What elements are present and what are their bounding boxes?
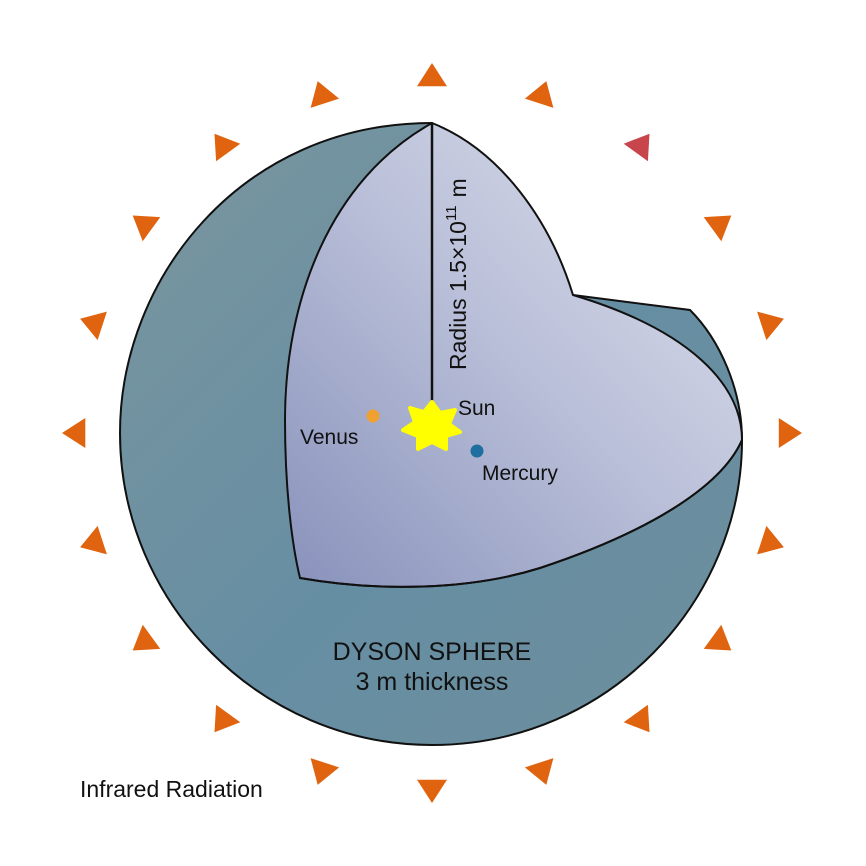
sun-label: Sun	[458, 397, 495, 420]
radius-label: Radius 1.5×1011m	[443, 178, 471, 370]
radiation-arrow-icon	[417, 63, 447, 87]
venus-label: Venus	[300, 426, 358, 449]
radiation-arrow-icon	[310, 758, 340, 785]
radiation-arrow-icon	[524, 758, 554, 785]
radiation-arrow-icon	[757, 311, 784, 341]
radiation-arrow-icon	[132, 215, 161, 242]
venus-icon	[366, 409, 380, 423]
shell-subtitle: 3 m thickness	[356, 668, 509, 696]
radiation-arrow-icon	[623, 133, 650, 162]
infrared-radiation-label: Infrared Radiation	[80, 776, 263, 802]
sun-icon	[401, 400, 462, 451]
radiation-arrow-icon	[524, 81, 554, 108]
mercury-label: Mercury	[482, 462, 558, 485]
radiation-arrow-icon	[80, 525, 107, 555]
shell-title: DYSON SPHERE	[333, 638, 532, 666]
infrared-radiation-arrows	[62, 63, 802, 803]
radiation-arrow-icon	[417, 779, 447, 803]
radiation-arrow-icon	[214, 133, 241, 162]
radiation-arrow-icon	[80, 311, 107, 341]
radiation-arrow-icon	[703, 624, 732, 651]
svg-text:Radius 1.5×1011m: Radius 1.5×1011m	[443, 178, 471, 370]
radiation-arrow-icon	[132, 624, 161, 651]
sphere-cutaway	[283, 121, 744, 588]
mercury-icon	[470, 444, 484, 458]
radiation-arrow-icon	[62, 418, 86, 448]
radiation-arrow-icon	[214, 704, 241, 733]
radiation-arrow-icon	[623, 704, 650, 733]
radiation-arrow-icon	[703, 215, 732, 242]
radiation-arrow-icon	[778, 418, 802, 448]
radiation-arrow-icon	[310, 81, 340, 108]
radiation-arrow-icon	[757, 525, 784, 555]
